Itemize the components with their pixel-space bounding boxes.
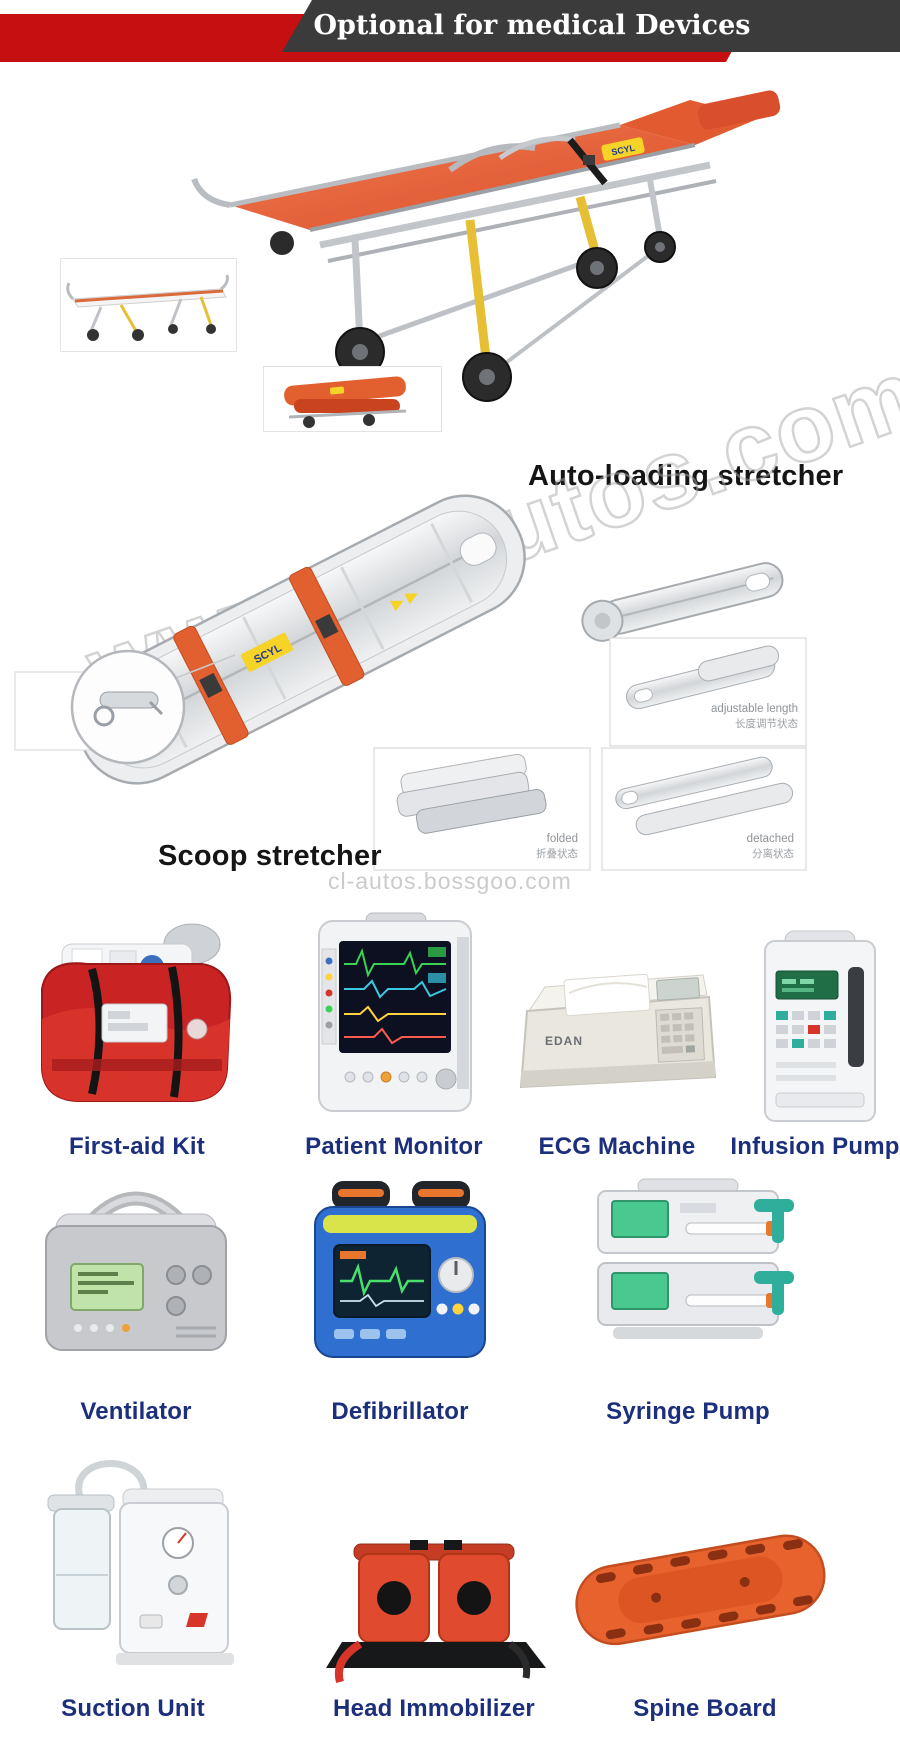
flat-stretcher-mini bbox=[66, 274, 229, 341]
folded-stretcher-mini bbox=[284, 376, 407, 428]
state-label-adjustable-zh: 长度调节状态 bbox=[735, 717, 798, 730]
inset-folded: folded 折叠状态 bbox=[373, 747, 591, 871]
stretcher-thumbnail-flat bbox=[60, 258, 237, 352]
device-card-suction-unit: Suction Unit bbox=[23, 1440, 243, 1725]
auto-loading-stretcher-photo: SCYL bbox=[191, 90, 781, 402]
spine-board-photo bbox=[575, 1534, 826, 1646]
head-immobilizer-photo bbox=[326, 1540, 546, 1684]
state-label-folded: folded bbox=[547, 833, 578, 845]
device-label-first-aid-kit: First-aid Kit bbox=[69, 1133, 205, 1160]
device-card-ecg-machine: EDAN ECG Machine bbox=[507, 905, 727, 1163]
device-label-head-immobilizer: Head Immobilizer bbox=[333, 1695, 535, 1722]
device-card-spine-board: Spine Board bbox=[555, 1440, 855, 1725]
scoop-half-piece bbox=[581, 562, 784, 642]
state-label-detached-zh: 分离状态 bbox=[752, 847, 794, 860]
suction-unit-photo bbox=[47, 1460, 234, 1665]
device-label-patient-monitor: Patient Monitor bbox=[305, 1133, 483, 1160]
inset-adjustable-length: adjustable length 长度调节状态 bbox=[609, 637, 807, 747]
device-card-patient-monitor: Patient Monitor bbox=[284, 905, 504, 1163]
banner-dark-ribbon: Optional for medical Devices bbox=[282, 0, 900, 52]
stretcher-wheels bbox=[270, 231, 676, 402]
auto-loading-stretcher-label: Auto-loading stretcher bbox=[528, 460, 844, 492]
infusion-pump-photo bbox=[764, 930, 876, 1122]
ecg-machine-photo: EDAN bbox=[519, 973, 717, 1089]
stretcher-sticker: SCYL bbox=[610, 142, 636, 157]
stretcher-mattress: SCYL bbox=[191, 90, 781, 232]
device-label-infusion-pump: Infusion Pump bbox=[730, 1133, 900, 1160]
device-card-defibrillator: Defibrillator bbox=[290, 1170, 510, 1428]
footer-watermark: cl-autos.bossgoo.com bbox=[328, 868, 572, 894]
device-label-suction-unit: Suction Unit bbox=[61, 1695, 205, 1722]
device-label-syringe-pump: Syringe Pump bbox=[606, 1398, 770, 1425]
syringe-pump-photo bbox=[597, 1178, 794, 1339]
stretcher-thumbnail-folded bbox=[263, 366, 442, 432]
latch-detail-callout bbox=[14, 649, 236, 765]
patient-monitor-photo bbox=[318, 912, 472, 1112]
stretcher-frame bbox=[319, 161, 717, 379]
device-card-first-aid-kit: First-aid Kit bbox=[27, 905, 247, 1163]
device-label-spine-board: Spine Board bbox=[633, 1695, 777, 1722]
device-label-defibrillator: Defibrillator bbox=[331, 1398, 469, 1425]
inset-detached: detached 分离状态 bbox=[601, 747, 807, 871]
device-label-ecg-machine: ECG Machine bbox=[538, 1133, 696, 1160]
ventilator-photo bbox=[45, 1191, 227, 1351]
device-label-ventilator: Ventilator bbox=[80, 1398, 192, 1425]
device-card-syringe-pump: Syringe Pump bbox=[568, 1170, 808, 1428]
state-label-folded-zh: 折叠状态 bbox=[536, 847, 578, 860]
scoop-stretcher-photo: SCYL bbox=[14, 494, 807, 871]
device-card-ventilator: Ventilator bbox=[26, 1170, 246, 1428]
scoop-stretcher-label: Scoop stretcher bbox=[158, 840, 382, 872]
defibrillator-photo bbox=[314, 1181, 486, 1358]
page-title: Optional for medical Devices bbox=[313, 10, 751, 41]
state-label-adjustable: adjustable length bbox=[711, 703, 798, 715]
first-aid-kit-photo bbox=[41, 923, 232, 1102]
state-label-detached: detached bbox=[747, 833, 794, 845]
ecg-brand-text: EDAN bbox=[545, 1034, 583, 1048]
device-card-head-immobilizer: Head Immobilizer bbox=[314, 1440, 554, 1725]
device-card-infusion-pump: Infusion Pump bbox=[725, 905, 900, 1163]
scoop-stretcher-body: SCYL bbox=[75, 494, 526, 785]
